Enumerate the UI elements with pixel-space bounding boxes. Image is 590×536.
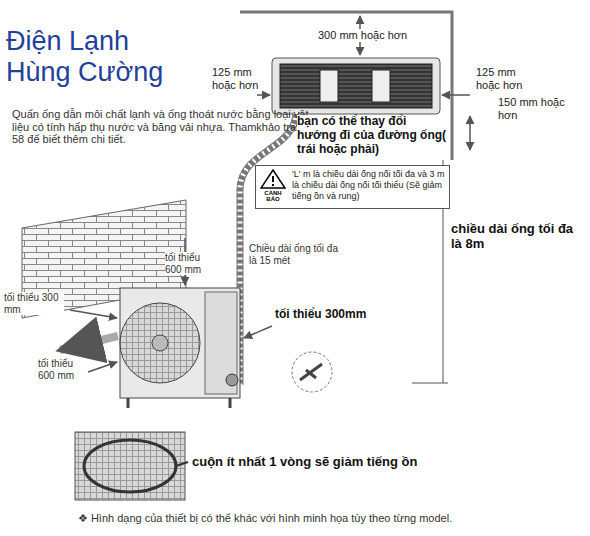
dimension-label: Chiều dài ống tối đa là 15 mét (249, 243, 344, 266)
warning-box: CẢNH BÁO'L' m là chiều dài ống nối tối đ… (255, 165, 450, 209)
warning-title: CẢNH BÁO (257, 190, 289, 202)
dimension-label: chiều dài ống tối đa là 8m (451, 222, 586, 252)
watermark: Điện Lạnh Hùng Cường (6, 26, 191, 88)
dimension-label: tối thiểu 600 mm (38, 358, 86, 381)
dimension-label: tối thiểu 600 mm (165, 252, 211, 275)
dimension-label: 300 mm hoặc hơn (318, 29, 438, 42)
dimension-label: 150 mm hoặc hơn (498, 96, 568, 121)
caption: ❖ Hình dạng của thiết bị có thể khác với… (78, 512, 578, 525)
dimension-label: tối thiểu 300 mm (4, 292, 64, 315)
dimension-label: tối thiểu 300mm (275, 308, 415, 322)
warning-icon (260, 169, 286, 189)
dimension-label: 125 mm hoặc hơn (476, 66, 531, 91)
dimension-label: 125 mm hoặc hơn (212, 66, 264, 91)
dimension-label: bạn có thể thay đổi hướng đi của đường ố… (297, 115, 447, 156)
dimension-label: Quấn ống dẫn môi chất lạnh và ống thoát … (12, 108, 312, 146)
warning-text: 'L' m là chiều dài ống nối tối đa và 3 m… (292, 166, 449, 204)
dimension-label: cuộn ít nhất 1 vòng sẽ giảm tiếng ồn (192, 455, 492, 470)
